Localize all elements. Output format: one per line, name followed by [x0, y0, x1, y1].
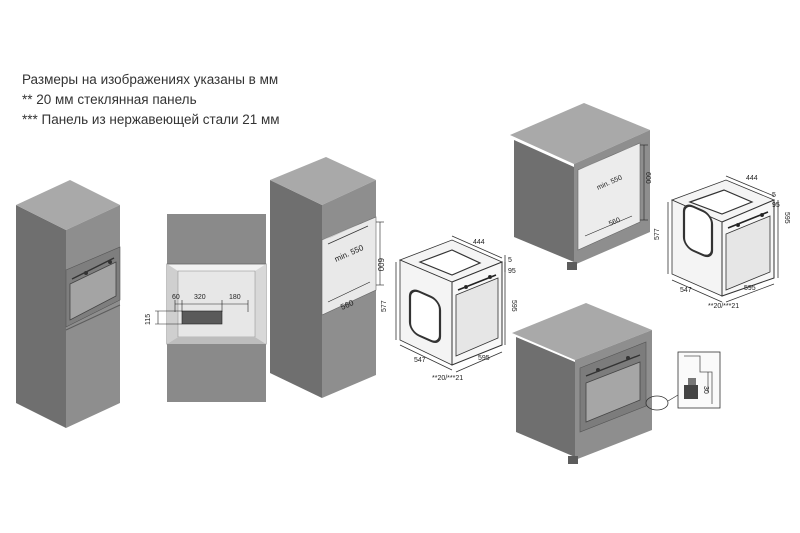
tall-column-with-oven	[16, 180, 121, 428]
oven-dimension-drawing	[395, 235, 506, 373]
countertop-cabinet-niche	[510, 103, 650, 270]
oven-right-dim-95: 95	[772, 202, 780, 209]
detail-dim-30: 30	[702, 386, 709, 394]
oven-right-dim-595-width: 595	[744, 285, 756, 292]
niche-dim-115: 115	[145, 314, 152, 325]
oven-center-panel-note: **20/***21	[432, 375, 463, 382]
note-glass-panel: ** 20 мм стеклянная панель	[22, 92, 197, 107]
oven-right-dim-577: 577	[654, 228, 661, 240]
niche-dim-180: 180	[229, 294, 241, 301]
note-units: Размеры на изображениях указаны в мм	[22, 72, 279, 87]
oven-center-dim-577: 577	[381, 300, 388, 312]
oven-right-panel-note: **20/***21	[708, 303, 739, 310]
panel-detail	[677, 351, 721, 409]
oven-right-dim-444: 444	[746, 175, 758, 182]
counter-width-560: 560	[608, 217, 622, 228]
oven-dimension-drawing-right	[667, 175, 779, 303]
niche-dim-320: 320	[194, 294, 206, 301]
niche-cabinet: 60 320 180 115	[145, 214, 267, 402]
niche-dim-60: 60	[172, 294, 180, 301]
base-cabinet-with-oven	[512, 303, 679, 464]
oven-center-dim-444: 444	[473, 239, 485, 246]
note-steel-panel: *** Панель из нержавеющей стали 21 мм	[22, 112, 280, 127]
column-height-600: 600	[376, 258, 385, 272]
oven-center-dim-547: 547	[414, 357, 426, 364]
tall-column-with-niche: min. 550 600 560	[270, 157, 385, 398]
oven-center-dim-595-width: 595	[478, 355, 490, 362]
oven-right-dim-547: 547	[680, 287, 692, 294]
oven-right-dim-595-height: 595	[783, 212, 790, 224]
oven-center-dim-595-height: 595	[510, 300, 517, 312]
oven-right-dim-5: 5	[772, 192, 776, 199]
oven-center-dim-95: 95	[508, 268, 516, 275]
oven-center-dim-5: 5	[508, 257, 512, 264]
counter-height-600: 600	[644, 172, 651, 184]
notes: Размеры на изображениях указаны в мм ** …	[22, 70, 280, 130]
